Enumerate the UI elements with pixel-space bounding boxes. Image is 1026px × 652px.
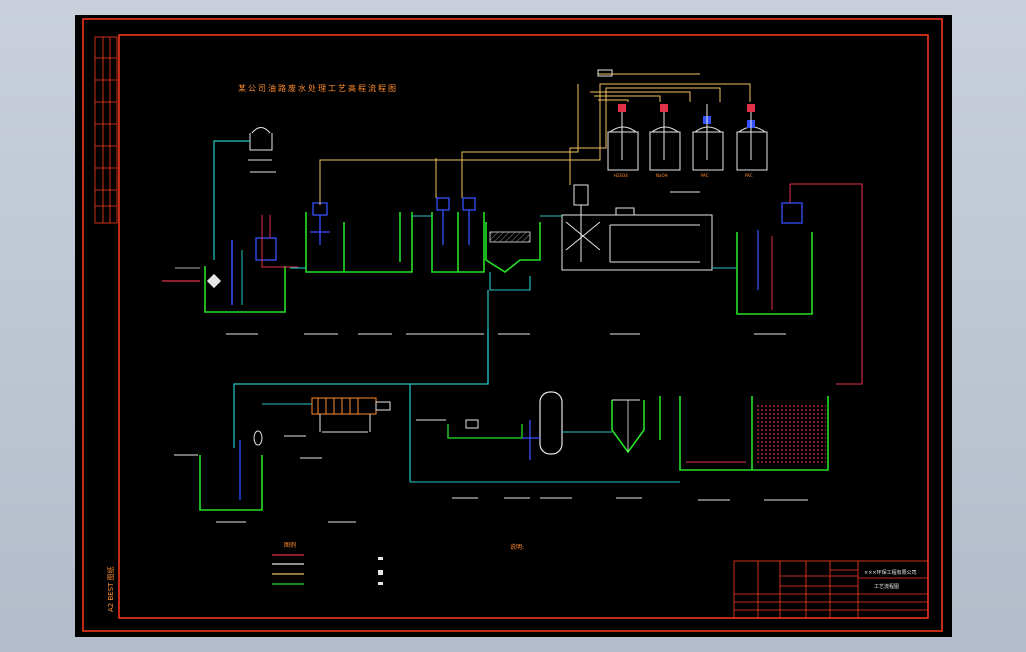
inclined-plate-settler [485, 222, 541, 273]
notes-header: 说明: [510, 543, 524, 551]
svg-text:PAC: PAC [701, 173, 709, 178]
intermediate-tank [736, 184, 813, 315]
water-pipes-top [290, 215, 736, 291]
drawing-title: 某公司油路废水处理工艺高程流程图 [238, 83, 398, 93]
legend-header: 图例 [284, 541, 296, 549]
outer-frame [82, 18, 943, 632]
dosing-tank-3 [692, 131, 724, 171]
dosing-tank-2 [649, 131, 681, 171]
legend [272, 554, 304, 585]
biological-tank [679, 396, 829, 471]
regulating-tank [305, 202, 413, 273]
filter-press [311, 397, 391, 433]
svg-text:H2SO4: H2SO4 [614, 173, 628, 178]
svg-text:PAC: PAC [745, 173, 753, 178]
filter-channel [447, 419, 523, 439]
inner-frame [118, 34, 929, 619]
title-block [733, 560, 929, 619]
svg-text:NaOH: NaOH [656, 173, 668, 178]
dosing-lines [319, 69, 751, 205]
title-block-company: ×××环保工程有限公司 [864, 569, 917, 576]
drawing-canvas [75, 15, 952, 637]
reaction-tank [431, 197, 485, 273]
air-flotation-unit [561, 184, 713, 271]
binding-strip [94, 36, 118, 224]
return-line [790, 183, 863, 385]
dosing-tank-1 [607, 131, 639, 171]
feed-line [213, 140, 250, 260]
dosing-tank-4 [736, 131, 768, 171]
pressure-filter [522, 391, 612, 460]
sludge-tank [199, 430, 263, 511]
dosing-tank-group: H2SO4 NaOH PAC PAC [607, 104, 768, 178]
vertical-label: A2 BEST 图纸 [106, 566, 115, 612]
title-block-drawing: 工艺流程图 [874, 583, 899, 590]
settling-cone-tank [611, 396, 661, 454]
